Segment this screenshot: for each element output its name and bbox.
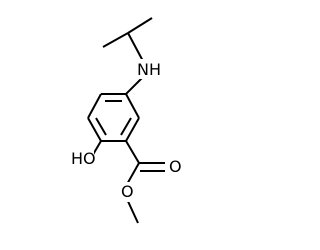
molecule-structure-diagram: NH HO O O bbox=[70, 17, 182, 224]
ring-bond-lower-left-bottom-inner bbox=[95, 117, 107, 136]
ester-oxygen-label-mask bbox=[118, 182, 134, 202]
nh-label-mask bbox=[136, 59, 160, 79]
carbonyl-oxygen-label: O bbox=[169, 157, 182, 176]
bond-ring-to-carbonyl-carbon bbox=[125, 140, 140, 164]
ring-bond-lower-right-upper-right-inner bbox=[120, 117, 132, 136]
bond-methyl-left bbox=[102, 32, 129, 48]
ring-bond-upper-left-lower-left bbox=[87, 93, 102, 119]
ring-bond-upper-right-top bbox=[125, 93, 140, 119]
bond-isopropyl-ch-to-n bbox=[127, 32, 145, 64]
ring-bond-lower-left-bottom bbox=[87, 117, 102, 142]
ester-oxygen-label: O bbox=[121, 182, 134, 201]
ring-bond-lower-right-upper-right bbox=[125, 117, 140, 142]
ho-label-mask bbox=[70, 149, 94, 169]
bond-methyl-top bbox=[127, 17, 153, 34]
carbonyl-oxygen-label-mask bbox=[166, 157, 182, 177]
atom-label-layer: NH HO O O bbox=[70, 59, 182, 202]
amine-label: NH bbox=[137, 60, 161, 79]
hydroxyl-label: HO bbox=[71, 149, 96, 168]
